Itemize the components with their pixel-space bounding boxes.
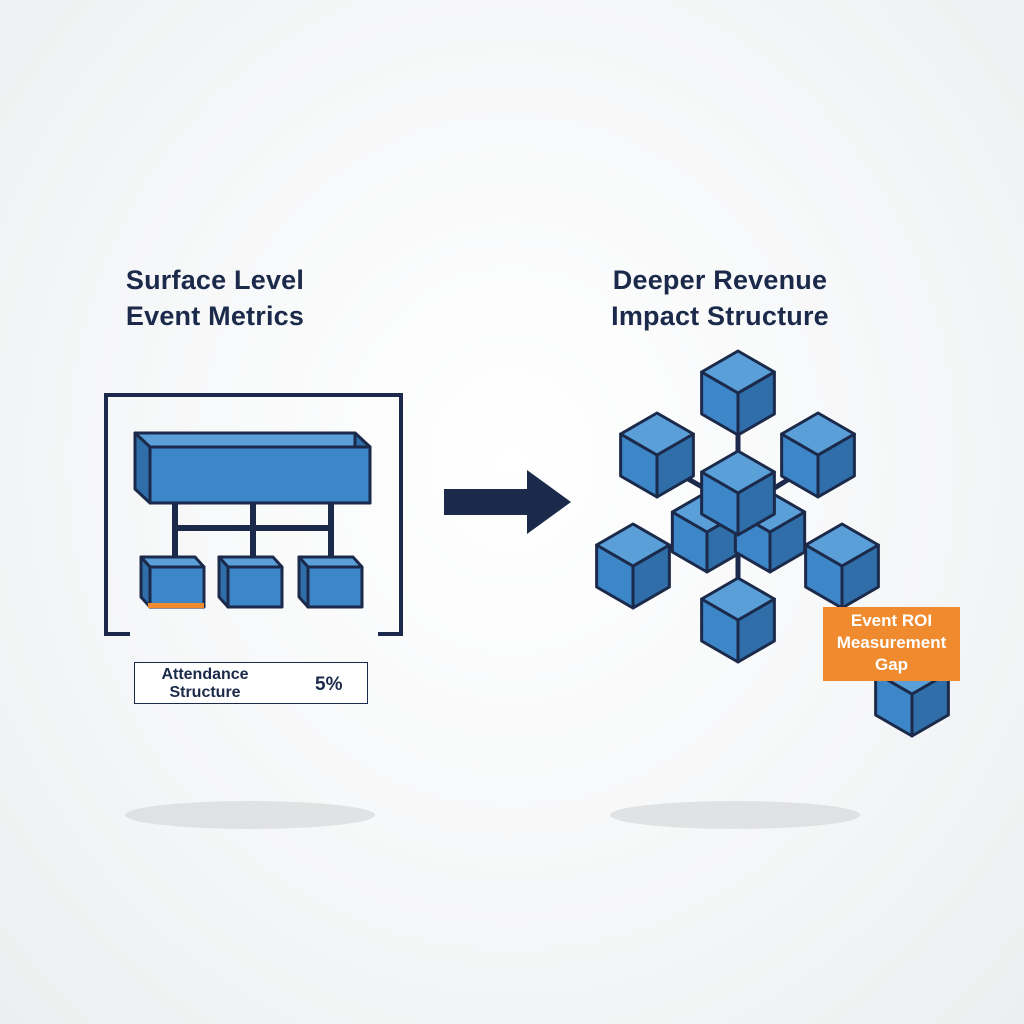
left-small-cubes	[139, 555, 364, 609]
network-cube-bottom	[700, 576, 776, 664]
left-cube-3	[297, 555, 364, 609]
arrow-right-icon	[444, 470, 571, 534]
attendance-metric-box: Attendance Structure 5%	[134, 662, 368, 704]
callout-line2: Measurement	[836, 633, 947, 652]
left-top-bar	[133, 431, 372, 505]
right-ground-shadow	[610, 801, 860, 829]
metric-label: Attendance Structure	[141, 666, 269, 702]
network-cube-top	[700, 349, 776, 437]
metric-label-line2: Structure	[169, 684, 241, 701]
network-cube-upper-left	[619, 411, 695, 499]
left-title-line1: Surface Level	[125, 265, 305, 295]
right-title-line2: Impact Structure	[611, 301, 829, 331]
left-orange-accent	[148, 603, 204, 608]
network-cube-upper-right	[780, 411, 856, 499]
left-cube-1	[139, 555, 206, 609]
callout-line1: Event ROI	[850, 611, 933, 630]
left-panel-title: Surface Level Event Metrics	[80, 262, 350, 334]
right-panel-title: Deeper Revenue Impact Structure	[570, 262, 870, 334]
network-cube-lower-right	[804, 522, 880, 610]
network-cube-center	[700, 449, 776, 537]
left-frame	[104, 393, 403, 636]
right-cube-cluster	[595, 349, 950, 738]
left-title-line2: Event Metrics	[125, 301, 305, 331]
metric-value: 5%	[315, 674, 343, 695]
network-cube-lower-left	[595, 522, 671, 610]
callout-line3: Gap	[874, 655, 909, 674]
metric-label-line1: Attendance	[161, 666, 249, 683]
left-cube-2	[217, 555, 284, 609]
left-ground-shadow	[125, 801, 375, 829]
right-title-line1: Deeper Revenue	[612, 265, 828, 295]
roi-gap-callout: Event ROI Measurement Gap	[823, 607, 960, 681]
